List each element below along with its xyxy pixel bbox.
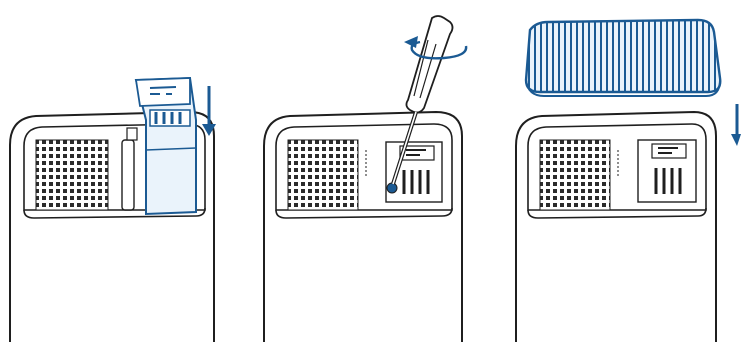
- enclosure-3: [515, 110, 717, 342]
- down-arrow-icon: [202, 86, 216, 136]
- screwdriver-icon: [391, 15, 454, 185]
- insert-module-icon: [134, 76, 197, 216]
- rotate-arrow-icon: [404, 36, 468, 60]
- step-1-insert-module: [9, 76, 216, 342]
- step-2-tighten-screw: [263, 15, 468, 342]
- down-arrow-icon: [731, 104, 741, 146]
- step-3-place-cover: [515, 18, 741, 342]
- cover-lid-icon: [524, 18, 722, 97]
- enclosure-2: [263, 110, 463, 342]
